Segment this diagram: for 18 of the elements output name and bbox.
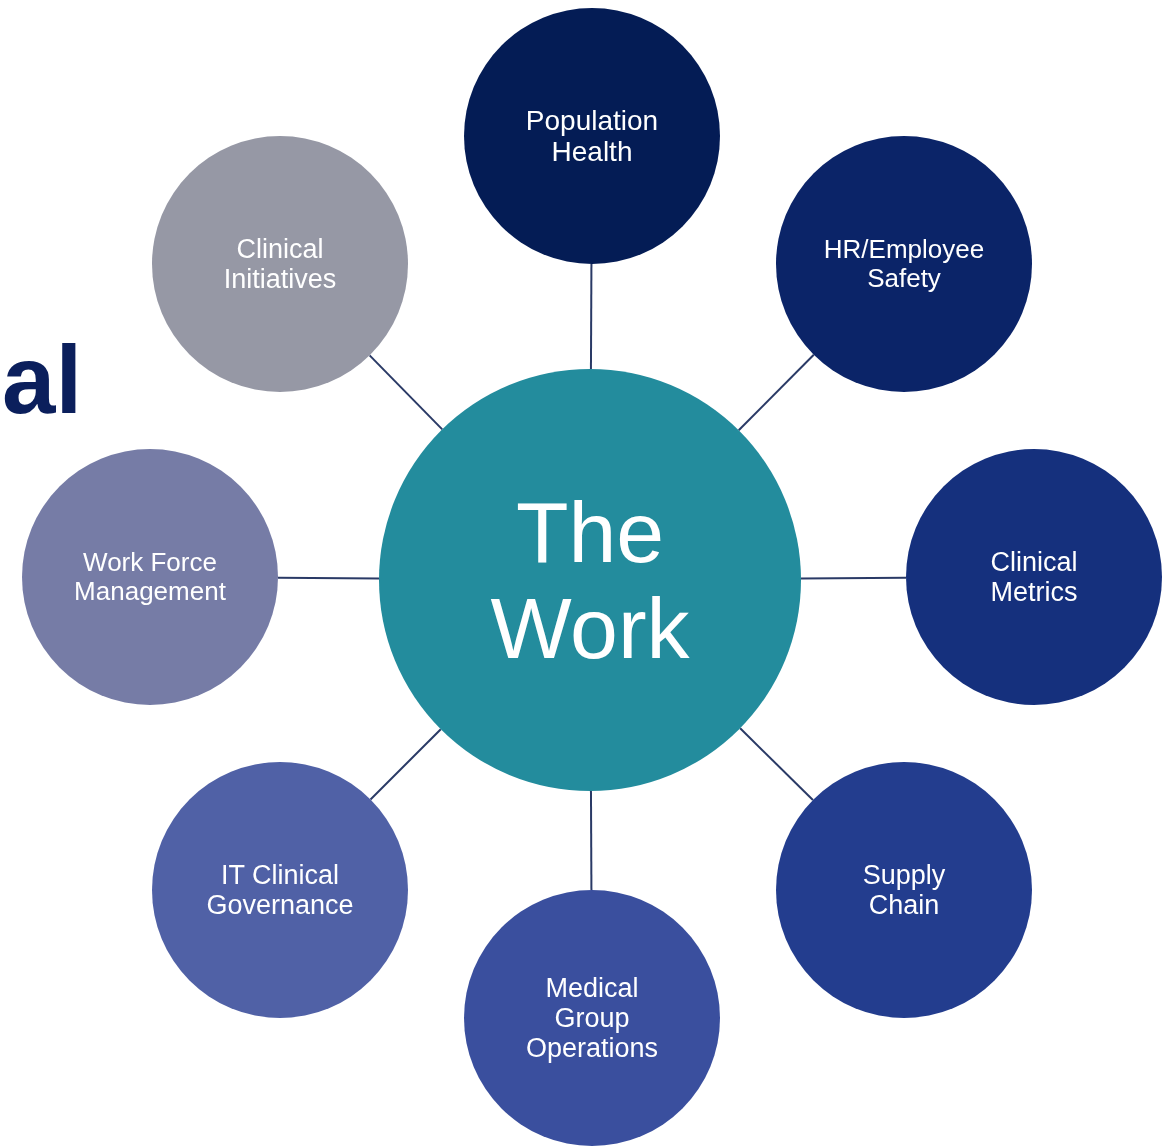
connector-line (589, 263, 593, 370)
connector-line (589, 790, 593, 891)
circle-label: The Work (489, 483, 691, 677)
circle-label: HR/Employee Safety (822, 234, 986, 294)
connector-line (737, 353, 815, 432)
circle-label: Supply Chain (861, 859, 947, 921)
connector-line (739, 727, 814, 802)
heading-fragment: al (2, 332, 83, 428)
circle-label: Medical Group Operations (524, 972, 660, 1064)
circle-label: Clinical Metrics (989, 546, 1079, 608)
connector-line (277, 576, 380, 580)
circle-label: Population Health (524, 104, 660, 168)
circle-label: Clinical Initiatives (222, 233, 338, 295)
circle-label: IT Clinical Governance (205, 859, 355, 921)
circle-label: Work Force Management (73, 547, 227, 607)
connector-line (368, 354, 444, 431)
connector-line (800, 576, 907, 580)
connector-line (369, 728, 442, 801)
